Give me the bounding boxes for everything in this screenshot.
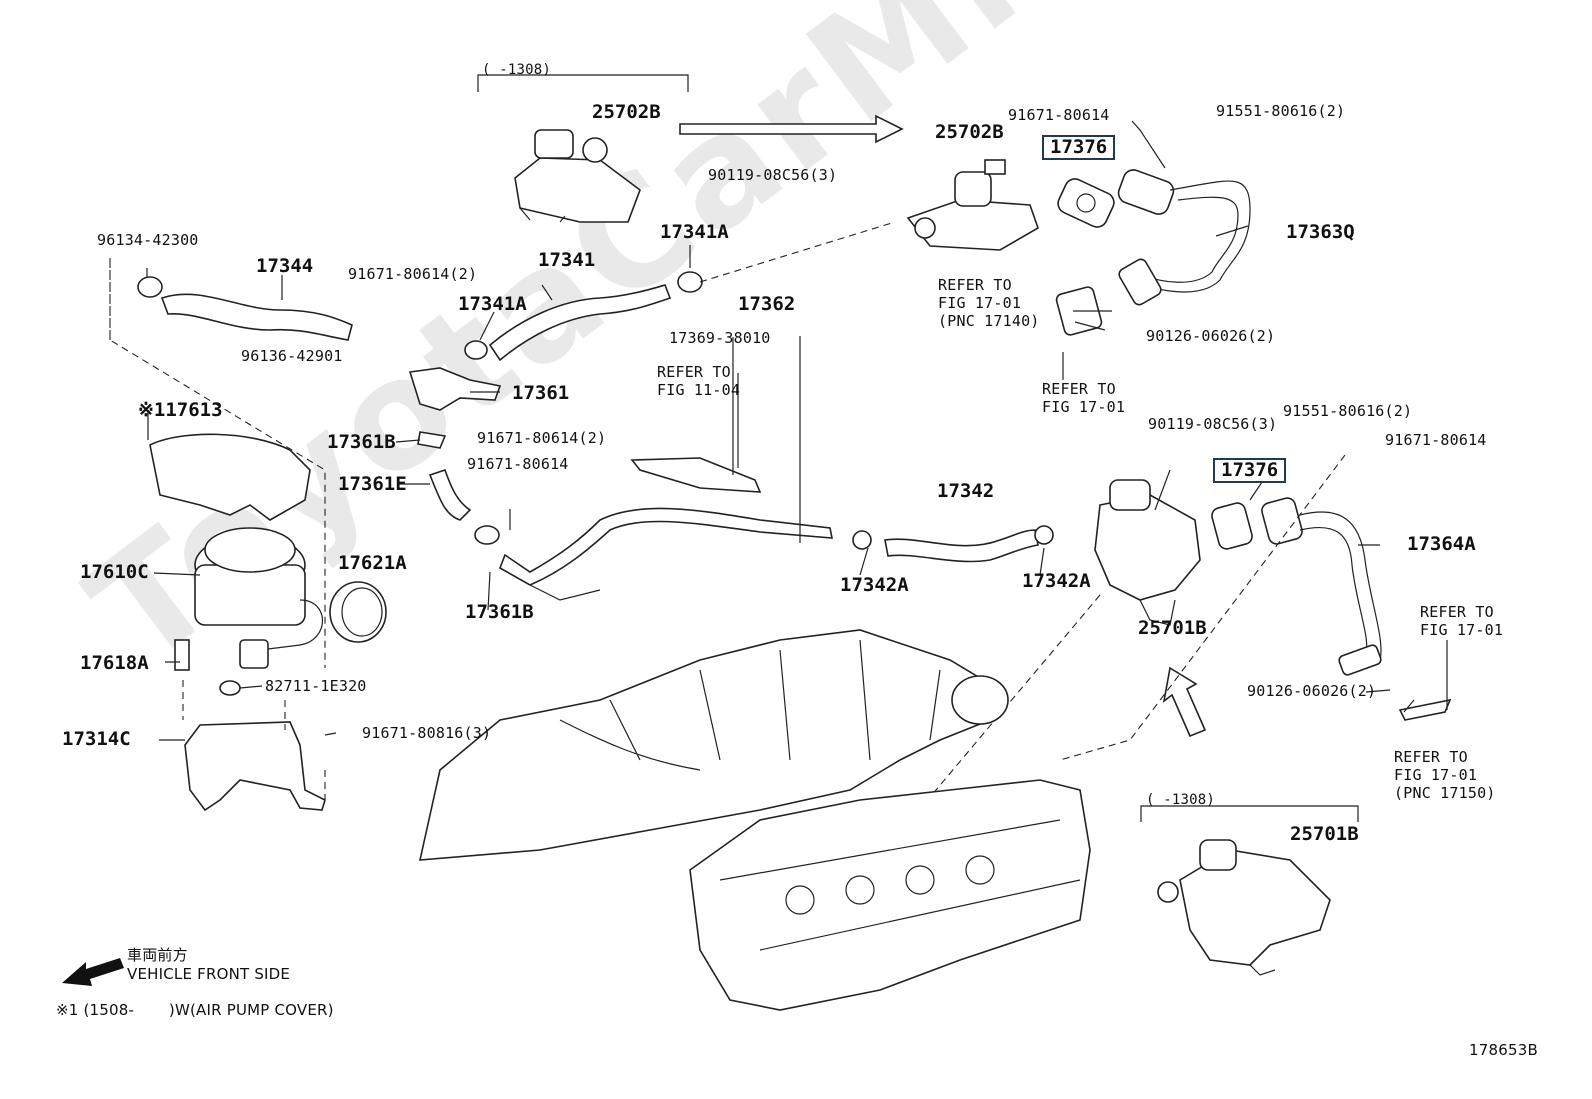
label-17610C[interactable]: 17610C [80, 561, 149, 583]
valve-25701B [1094, 479, 1201, 626]
figure-code: 178653B [1469, 1041, 1538, 1059]
footnote: ※1 (1508- )W(AIR PUMP COVER) [56, 1001, 334, 1019]
clip-82711 [219, 680, 241, 696]
front-side-arrow [62, 958, 124, 986]
clamp-17361B-top [417, 431, 447, 449]
hose-17361E [428, 468, 472, 521]
leader-hose-valve [699, 221, 896, 283]
label-90126-06026-top[interactable]: 90126-06026(2) [1146, 327, 1276, 345]
clamp-96134 [137, 276, 163, 298]
label-17314C[interactable]: 17314C [62, 728, 131, 750]
union-17361 [408, 367, 502, 411]
gasket-17376-top [1057, 178, 1115, 228]
flange-17364A [1261, 497, 1303, 545]
clamp-17341A [464, 340, 488, 360]
clamp-17361B [474, 525, 500, 545]
hose-17342 [884, 529, 1039, 563]
label-96136-42901[interactable]: 96136-42901 [241, 347, 343, 365]
bracket-top [477, 74, 689, 92]
label-17362[interactable]: 17362 [738, 293, 796, 315]
gasket-17376-lower [1211, 502, 1253, 550]
label-17361B-lower[interactable]: 17361B [465, 601, 534, 623]
label-17361B-top[interactable]: 17361B [327, 431, 396, 453]
label-91671-80614-top[interactable]: 91671-80614 [1008, 106, 1110, 124]
label-90119-08C56-top[interactable]: 90119-08C56(3) [708, 166, 838, 184]
label-17342A-right[interactable]: 17342A [1022, 570, 1091, 592]
label-17613[interactable]: ※117613 [138, 399, 223, 421]
label-91671-80614-mid[interactable]: 91671-80614 [467, 455, 569, 473]
bracket-label-bottom: ( -1308) [1146, 792, 1216, 808]
label-25702B-old[interactable]: 25702B [592, 101, 661, 123]
grommet-17618A [174, 639, 190, 671]
label-91551-80616-top[interactable]: 91551-80616(2) [1216, 102, 1346, 120]
gasket-17150 [1398, 698, 1452, 721]
label-17376-top[interactable]: 17376 [1042, 135, 1116, 160]
bracket-label-top: ( -1308) [482, 62, 552, 78]
front-side-jp: 車両前方 [127, 946, 188, 964]
dashed-leader-pump [109, 258, 326, 668]
valve-25701B-old [1157, 839, 1331, 976]
clamp-17342A-right [1034, 525, 1054, 545]
label-82711-1E320[interactable]: 82711-1E320 [265, 677, 367, 695]
label-17361E[interactable]: 17361E [338, 473, 407, 495]
pipe-17362 [499, 507, 833, 586]
bracket-17369 [630, 457, 762, 493]
arrow-up [1162, 666, 1207, 738]
label-17342[interactable]: 17342 [937, 480, 995, 502]
label-91671-80614-right[interactable]: 91671-80614 [1385, 431, 1487, 449]
pipe-17364A [1299, 511, 1382, 671]
engine-block [689, 779, 1091, 1011]
intake-manifold [418, 629, 1009, 861]
label-17361[interactable]: 17361 [512, 382, 570, 404]
label-91671-80614-2[interactable]: 91671-80614(2) [348, 265, 478, 283]
valve-25702B-old [514, 129, 641, 223]
label-17342A-left[interactable]: 17342A [840, 574, 909, 596]
label-17341A-top[interactable]: 17341A [660, 221, 729, 243]
label-17341[interactable]: 17341 [538, 249, 596, 271]
hose-17344 [160, 293, 353, 341]
arrow-right [679, 114, 904, 144]
label-17618A[interactable]: 17618A [80, 652, 149, 674]
cushion-17621A [329, 581, 387, 643]
label-17364A[interactable]: 17364A [1407, 533, 1476, 555]
pipe-17363Q [1139, 180, 1251, 293]
label-25701B[interactable]: 25701B [1138, 617, 1207, 639]
label-25702B-new[interactable]: 25702B [935, 121, 1004, 143]
front-side-en: VEHICLE FRONT SIDE [127, 965, 291, 983]
label-17621A[interactable]: 17621A [338, 552, 407, 574]
label-90119-08C56-lower[interactable]: 90119-08C56(3) [1148, 415, 1278, 433]
air-pump-cover [149, 433, 311, 521]
label-17344[interactable]: 17344 [256, 255, 314, 277]
label-91551-80616-lower[interactable]: 91551-80616(2) [1283, 402, 1413, 420]
bracket-bottom [1140, 805, 1359, 822]
label-96134-42300[interactable]: 96134-42300 [97, 231, 199, 249]
label-91671-80816[interactable]: 91671-80816(3) [362, 724, 492, 742]
label-17369-38010[interactable]: 17369-38010 [669, 329, 771, 347]
label-17363Q[interactable]: 17363Q [1286, 221, 1355, 243]
label-91671-80614-2-lower[interactable]: 91671-80614(2) [477, 429, 607, 447]
clamp-17341A-top [677, 271, 703, 293]
label-17376-lower[interactable]: 17376 [1213, 458, 1287, 483]
label-17341A[interactable]: 17341A [458, 293, 527, 315]
air-pump-17610C [194, 527, 323, 669]
label-25701B-old[interactable]: 25701B [1290, 823, 1359, 845]
hose-17341 [488, 284, 672, 362]
clamp-17342A-left [852, 530, 872, 550]
valve-25702B-new [906, 159, 1039, 251]
bracket-17314C [184, 721, 326, 812]
flange-17363Q [1117, 169, 1175, 215]
label-90126-06026-lower[interactable]: 90126-06026(2) [1247, 682, 1377, 700]
